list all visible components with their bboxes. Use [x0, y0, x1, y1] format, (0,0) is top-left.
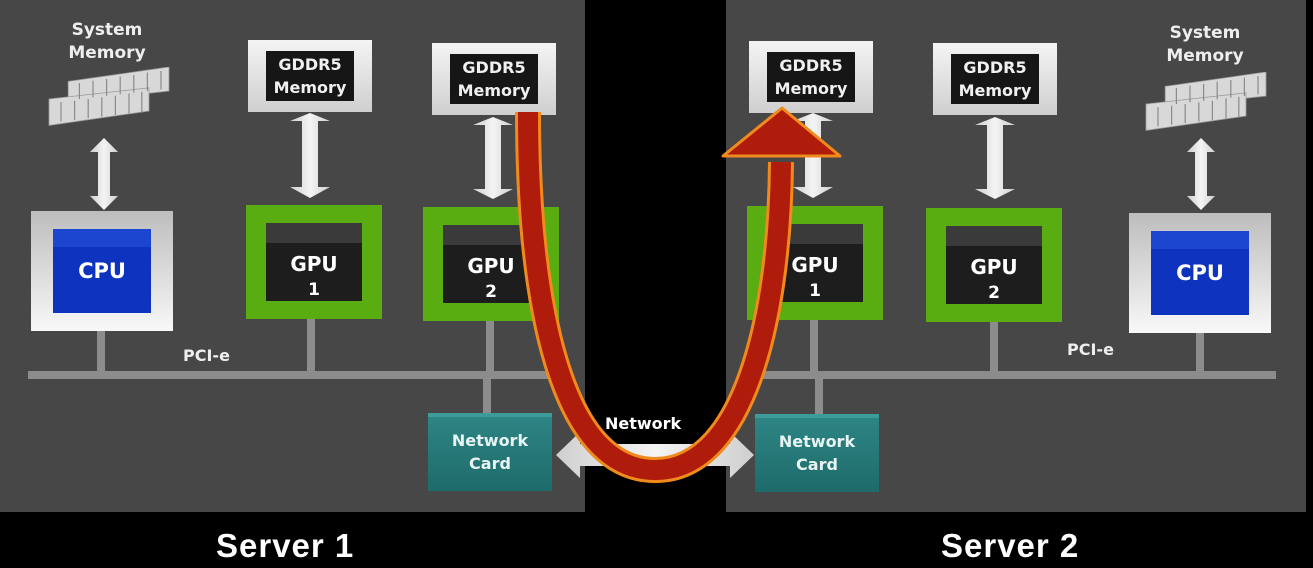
server-1-cpu-bus-stub — [97, 331, 105, 373]
gpu-label-text: GPU — [467, 254, 515, 278]
gddr5-memory-label: GDDR5 Memory — [951, 54, 1039, 104]
server-2-network-card: Network Card — [755, 414, 879, 492]
gpu-number: 1 — [809, 281, 821, 301]
system-memory-label-line-2: Memory — [68, 43, 146, 63]
gpu-chip: GPU 1 — [266, 223, 362, 301]
gpu-label-text: GPU — [970, 255, 1018, 279]
server-2-system-memory-label: System Memory — [1140, 22, 1270, 68]
server-1-label: Server 1 — [216, 527, 355, 564]
system-memory-label-line-1: System — [71, 20, 143, 40]
server-1-nic-bus-stub — [483, 377, 491, 415]
server-1-gpu2-bus-stub — [486, 318, 494, 373]
network-label: Network — [605, 414, 682, 433]
gddr5-label-line-1: GDDR5 — [779, 56, 843, 75]
server-2-gpu1-gddr5-memory: GDDR5 Memory — [749, 41, 873, 113]
server-2-ram-modules-icon — [1145, 72, 1267, 131]
cpu-chip: CPU — [1151, 231, 1249, 315]
network-card-label-line-2: Card — [469, 454, 511, 473]
gpu-number: 2 — [485, 282, 497, 302]
server-1-cpu: CPU — [31, 211, 173, 331]
gddr5-memory-label: GDDR5 Memory — [450, 54, 538, 104]
server-2-gpu-2: GPU 2 — [926, 208, 1062, 322]
gpu-label: GPU 1 — [767, 252, 863, 304]
server-1-ram-modules-icon — [48, 67, 170, 126]
system-memory-label-line-1: System — [1169, 23, 1241, 43]
server-1-gpu2-gddr5-memory: GDDR5 Memory — [432, 43, 556, 115]
data-flow-arrowhead-icon — [721, 106, 842, 158]
server-1-gpu1-bus-stub — [307, 318, 315, 373]
gpu-label: GPU 2 — [946, 254, 1042, 306]
gpu-label-text: GPU — [791, 253, 839, 277]
server-1-system-memory-label: System Memory — [42, 19, 172, 65]
server-2-cpu-bus-stub — [1196, 331, 1204, 373]
gddr5-label-line-1: GDDR5 — [462, 58, 526, 77]
network-double-arrow — [556, 432, 754, 478]
server-2-pcie-bus — [760, 371, 1276, 379]
network-card-label-line-1: Network — [451, 431, 529, 450]
server-2-gpu2-memory-arrow — [975, 117, 1015, 199]
system-memory-label-line-2: Memory — [1166, 46, 1244, 66]
gddr5-memory-label: GDDR5 Memory — [767, 52, 855, 102]
server-2-gpu2-bus-stub — [990, 318, 998, 373]
network-card-label-line-2: Card — [796, 455, 838, 474]
server-2-cpu: CPU — [1129, 213, 1271, 333]
gpu-label: GPU 1 — [266, 251, 362, 303]
gddr5-label-line-2: Memory — [273, 78, 347, 97]
gddr5-memory-label: GDDR5 Memory — [266, 51, 354, 101]
cpu-chip: CPU — [53, 229, 151, 313]
server-2-nic-bus-stub — [815, 377, 823, 415]
server-1-gpu1-memory-arrow — [290, 113, 330, 198]
gpu-label-text: GPU — [290, 252, 338, 276]
gpu-label: GPU 2 — [443, 253, 539, 305]
network-card-label-line-1: Network — [778, 432, 856, 451]
server-2-label: Server 2 — [941, 527, 1080, 564]
server-2-sysmem-cpu-arrow — [1187, 138, 1215, 210]
server-1-gpu2-memory-arrow — [473, 117, 513, 199]
server-2-gpu1-bus-stub — [810, 318, 818, 373]
data-flow-arrow-body — [518, 111, 791, 481]
server-1-sysmem-cpu-arrow — [90, 138, 118, 210]
cpu-label: CPU — [1176, 261, 1224, 285]
gddr5-label-line-1: GDDR5 — [278, 55, 342, 74]
server-1-pcie-label: PCI-e — [183, 346, 230, 365]
server-1-gpu-1: GPU 1 — [246, 205, 382, 319]
gpu-number: 2 — [988, 283, 1000, 303]
gddr5-label-line-1: GDDR5 — [963, 58, 1027, 77]
cpu-label: CPU — [78, 259, 126, 283]
server-1-gpu1-gddr5-memory: GDDR5 Memory — [248, 40, 372, 112]
server-1-network-card: Network Card — [428, 413, 552, 491]
server-2-pcie-label: PCI-e — [1067, 340, 1114, 359]
gddr5-label-line-2: Memory — [774, 79, 848, 98]
server-1-pcie-bus — [28, 371, 558, 379]
server-2-gpu2-gddr5-memory: GDDR5 Memory — [933, 43, 1057, 115]
gddr5-label-line-2: Memory — [457, 81, 531, 100]
gpu-number: 1 — [308, 280, 320, 300]
gpu-chip: GPU 2 — [946, 226, 1042, 304]
gddr5-label-line-2: Memory — [958, 81, 1032, 100]
